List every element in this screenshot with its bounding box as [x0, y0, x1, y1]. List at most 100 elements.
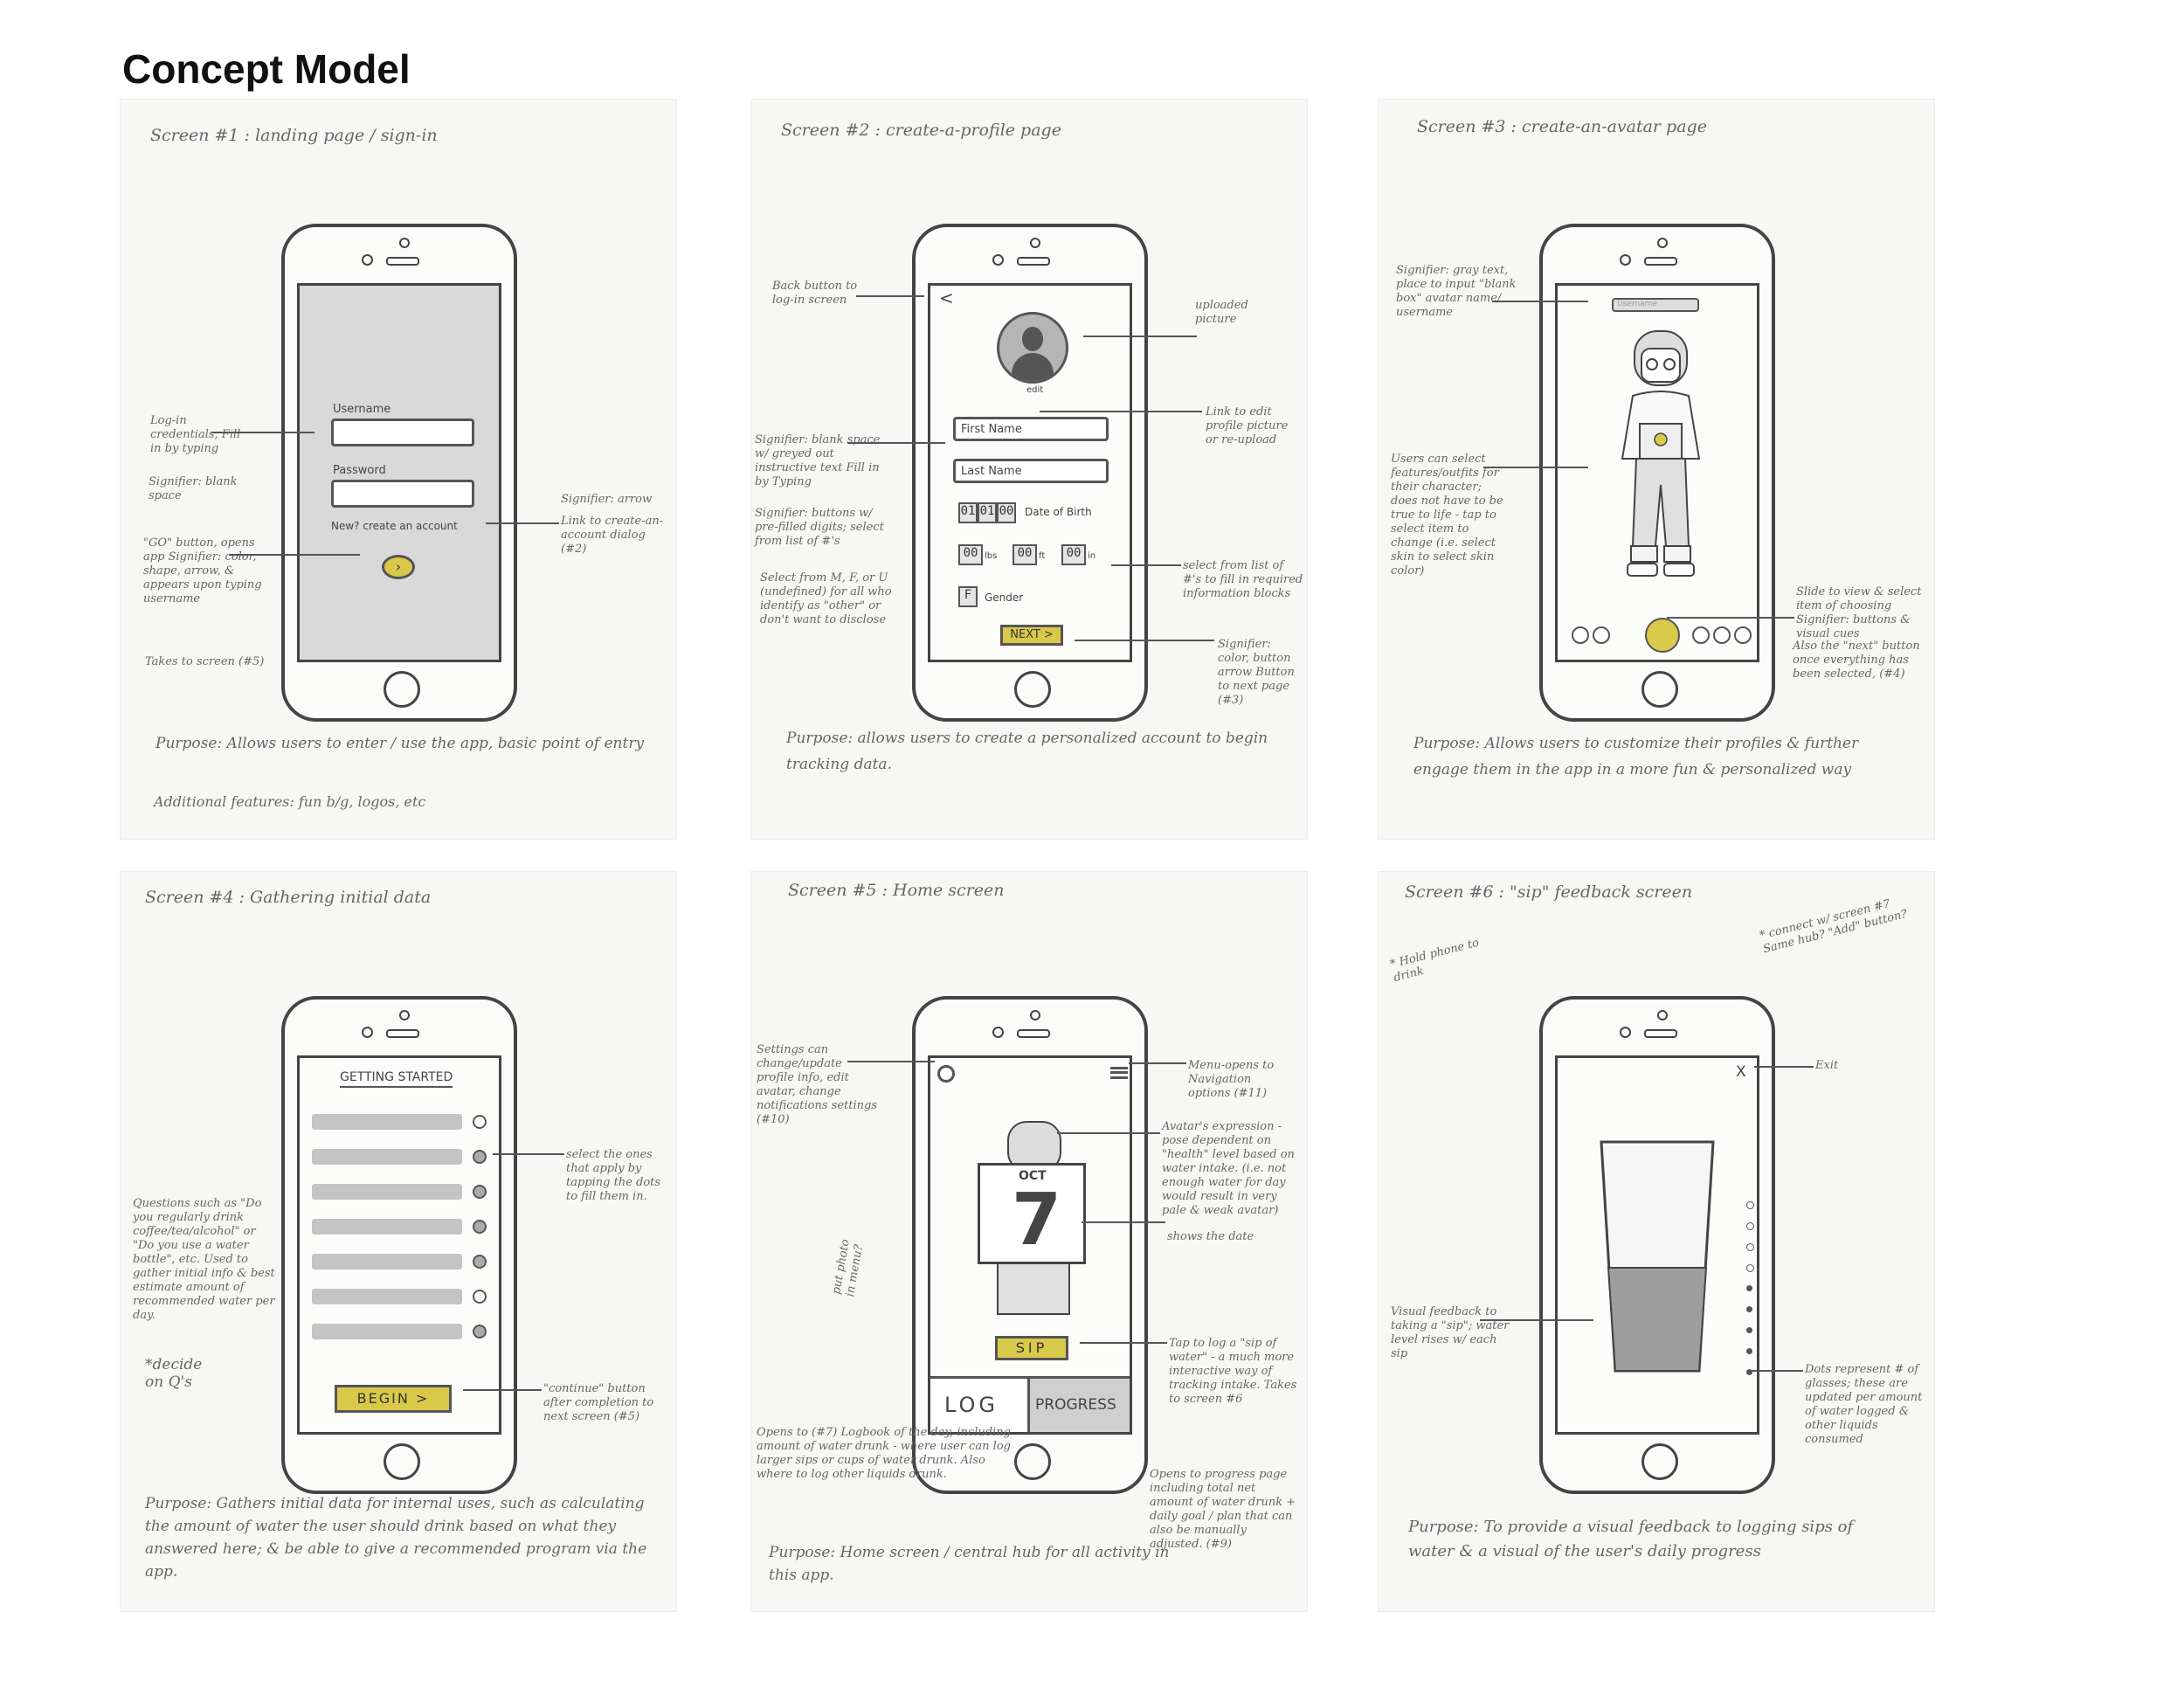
gender-select[interactable]: F — [958, 586, 978, 607]
log-tab[interactable]: LOG — [930, 1376, 1030, 1432]
weight-select[interactable]: 00 — [958, 544, 983, 565]
height-in-select[interactable]: 00 — [1061, 544, 1086, 565]
question-dot[interactable] — [473, 1255, 487, 1269]
question-dot[interactable] — [473, 1220, 487, 1234]
question-dot[interactable] — [473, 1115, 487, 1129]
annotation-line — [229, 554, 360, 556]
purpose-text: Purpose: Gathers initial data for intern… — [145, 1495, 647, 1581]
question-bar — [312, 1114, 462, 1130]
password-field[interactable] — [331, 480, 474, 508]
question-bar — [312, 1254, 462, 1269]
sheet-title: Screen #1 : landing page / sign-in — [150, 126, 438, 145]
password-label: Password — [333, 464, 386, 477]
username-field[interactable] — [331, 419, 474, 446]
note-tap-log: Tap to log a "sip of water" - a much mor… — [1169, 1337, 1297, 1406]
note-signifier-buttons: Signifier: buttons w/ pre-filled digits;… — [755, 507, 884, 548]
sensor-icon — [992, 1027, 1004, 1038]
begin-button[interactable]: BEGIN > — [335, 1385, 452, 1413]
purpose-text: Purpose: To provide a visual feedback to… — [1408, 1518, 1854, 1560]
settings-icon[interactable] — [937, 1065, 955, 1083]
note-also-next: Also the "next" button once everything h… — [1793, 640, 1920, 681]
menu-icon[interactable] — [1110, 1067, 1128, 1079]
annotation-line — [493, 1153, 564, 1155]
calendar-card: OCT 7 — [978, 1163, 1086, 1264]
speaker-icon — [1017, 1029, 1050, 1038]
sheet-screen-4: Screen #4 : Gathering initial data GETTI… — [121, 872, 676, 1611]
question-bar — [312, 1184, 462, 1200]
dob-day[interactable]: 01 — [978, 502, 997, 523]
username-input[interactable]: Username — [1612, 298, 1699, 312]
home-button-icon — [1014, 671, 1051, 708]
profile-picture[interactable] — [997, 312, 1068, 384]
note-exit: Exit — [1815, 1059, 1839, 1072]
selected-option-dot[interactable] — [1645, 618, 1680, 653]
go-button[interactable]: › — [382, 555, 415, 579]
page-title: Concept Model — [122, 46, 411, 92]
purpose-text: Purpose: Allows users to customize their… — [1413, 735, 1859, 778]
create-account-link[interactable]: New? create an account — [331, 520, 458, 532]
note-uploaded: uploaded picture — [1195, 299, 1248, 326]
note-signifier-blank: Signifier: blank space w/ greyed out ins… — [755, 433, 881, 488]
exit-button[interactable]: X — [1736, 1063, 1746, 1081]
question-dot[interactable] — [473, 1290, 487, 1304]
annotation-line — [847, 1061, 935, 1062]
sensor-icon — [1620, 254, 1631, 266]
annotation-line — [1057, 1132, 1160, 1134]
note-shows-date: shows the date — [1167, 1230, 1254, 1243]
home-button-icon — [384, 671, 420, 708]
option-dot[interactable] — [1593, 626, 1610, 644]
note-continue: "continue" button after completion to ne… — [543, 1382, 654, 1423]
height-in-unit: in — [1088, 551, 1096, 561]
avatar-illustration[interactable] — [1601, 328, 1720, 590]
purpose-text: Purpose: Home screen / central hub for a… — [769, 1544, 1170, 1584]
note-select-gender: Select from M, F, or U (undefined) for a… — [760, 571, 892, 626]
dob-year[interactable]: 00 — [997, 502, 1016, 523]
option-dot[interactable] — [1713, 626, 1731, 644]
last-name-field[interactable]: Last Name — [953, 459, 1109, 483]
phone-frame: < edit First Name Last Name 01 01 00 Dat… — [912, 224, 1148, 722]
glass-dot-icon — [1746, 1306, 1752, 1312]
back-button[interactable]: < — [939, 287, 954, 308]
progress-tab[interactable]: PROGRESS — [1030, 1376, 1130, 1432]
phone-screen: OCT 7 SIP LOG PROGRESS — [928, 1055, 1132, 1435]
option-dot[interactable] — [1572, 626, 1589, 644]
note-back: Back button to log-in screen — [772, 280, 858, 307]
dob-month[interactable]: 01 — [958, 502, 978, 523]
question-bar — [312, 1149, 462, 1165]
option-dot[interactable] — [1692, 626, 1710, 644]
camera-icon — [1030, 1010, 1040, 1020]
question-dot[interactable] — [473, 1325, 487, 1339]
height-ft-select[interactable]: 00 — [1013, 544, 1037, 565]
note-opens-log: Opens to (#7) Logbook of the day, includ… — [757, 1426, 1011, 1481]
avatar-icon — [1022, 327, 1043, 351]
annotation-line — [1480, 1319, 1593, 1321]
sheet-screen-6: Screen #6 : "sip" feedback screen X * Ho… — [1379, 872, 1934, 1611]
note-edit-link: Link to edit profile picture or re-uploa… — [1206, 405, 1289, 446]
progress-label: PROGRESS — [1035, 1396, 1116, 1414]
getting-started-header: GETTING STARTED — [340, 1070, 453, 1088]
speaker-icon — [1644, 1029, 1677, 1038]
question-dot[interactable] — [473, 1150, 487, 1164]
calendar-month: OCT — [1019, 1169, 1047, 1183]
note-put-photo: put photo in menu? — [830, 1238, 867, 1298]
edit-link[interactable]: edit — [1026, 385, 1044, 395]
next-button[interactable]: NEXT > — [1000, 625, 1063, 646]
option-dot[interactable] — [1734, 626, 1752, 644]
camera-icon — [1657, 238, 1668, 248]
note-decide: *decide on Q's — [145, 1356, 203, 1391]
sheet-screen-2: Screen #2 : create-a-profile page < edit… — [751, 100, 1307, 839]
sheet-screen-3: Screen #3 : create-an-avatar page Userna… — [1379, 100, 1934, 839]
note-signifier-gray: Signifier: gray text, place to input "bl… — [1396, 264, 1517, 319]
first-name-field[interactable]: First Name — [953, 417, 1109, 441]
water-glass-illustration — [1600, 1140, 1715, 1373]
note-signifier-color: Signifier: color, button arrow Button to… — [1218, 638, 1295, 707]
annotation-line — [1040, 411, 1202, 412]
annotation-line — [1754, 1066, 1814, 1068]
note-signifier-blank: Signifier: blank space — [149, 475, 238, 502]
phone-screen: X — [1555, 1055, 1759, 1435]
annotation-line — [486, 522, 559, 524]
home-button-icon — [1014, 1443, 1051, 1480]
glass-dot-icon — [1746, 1222, 1754, 1230]
sip-button[interactable]: SIP — [995, 1336, 1068, 1360]
question-dot[interactable] — [473, 1185, 487, 1199]
